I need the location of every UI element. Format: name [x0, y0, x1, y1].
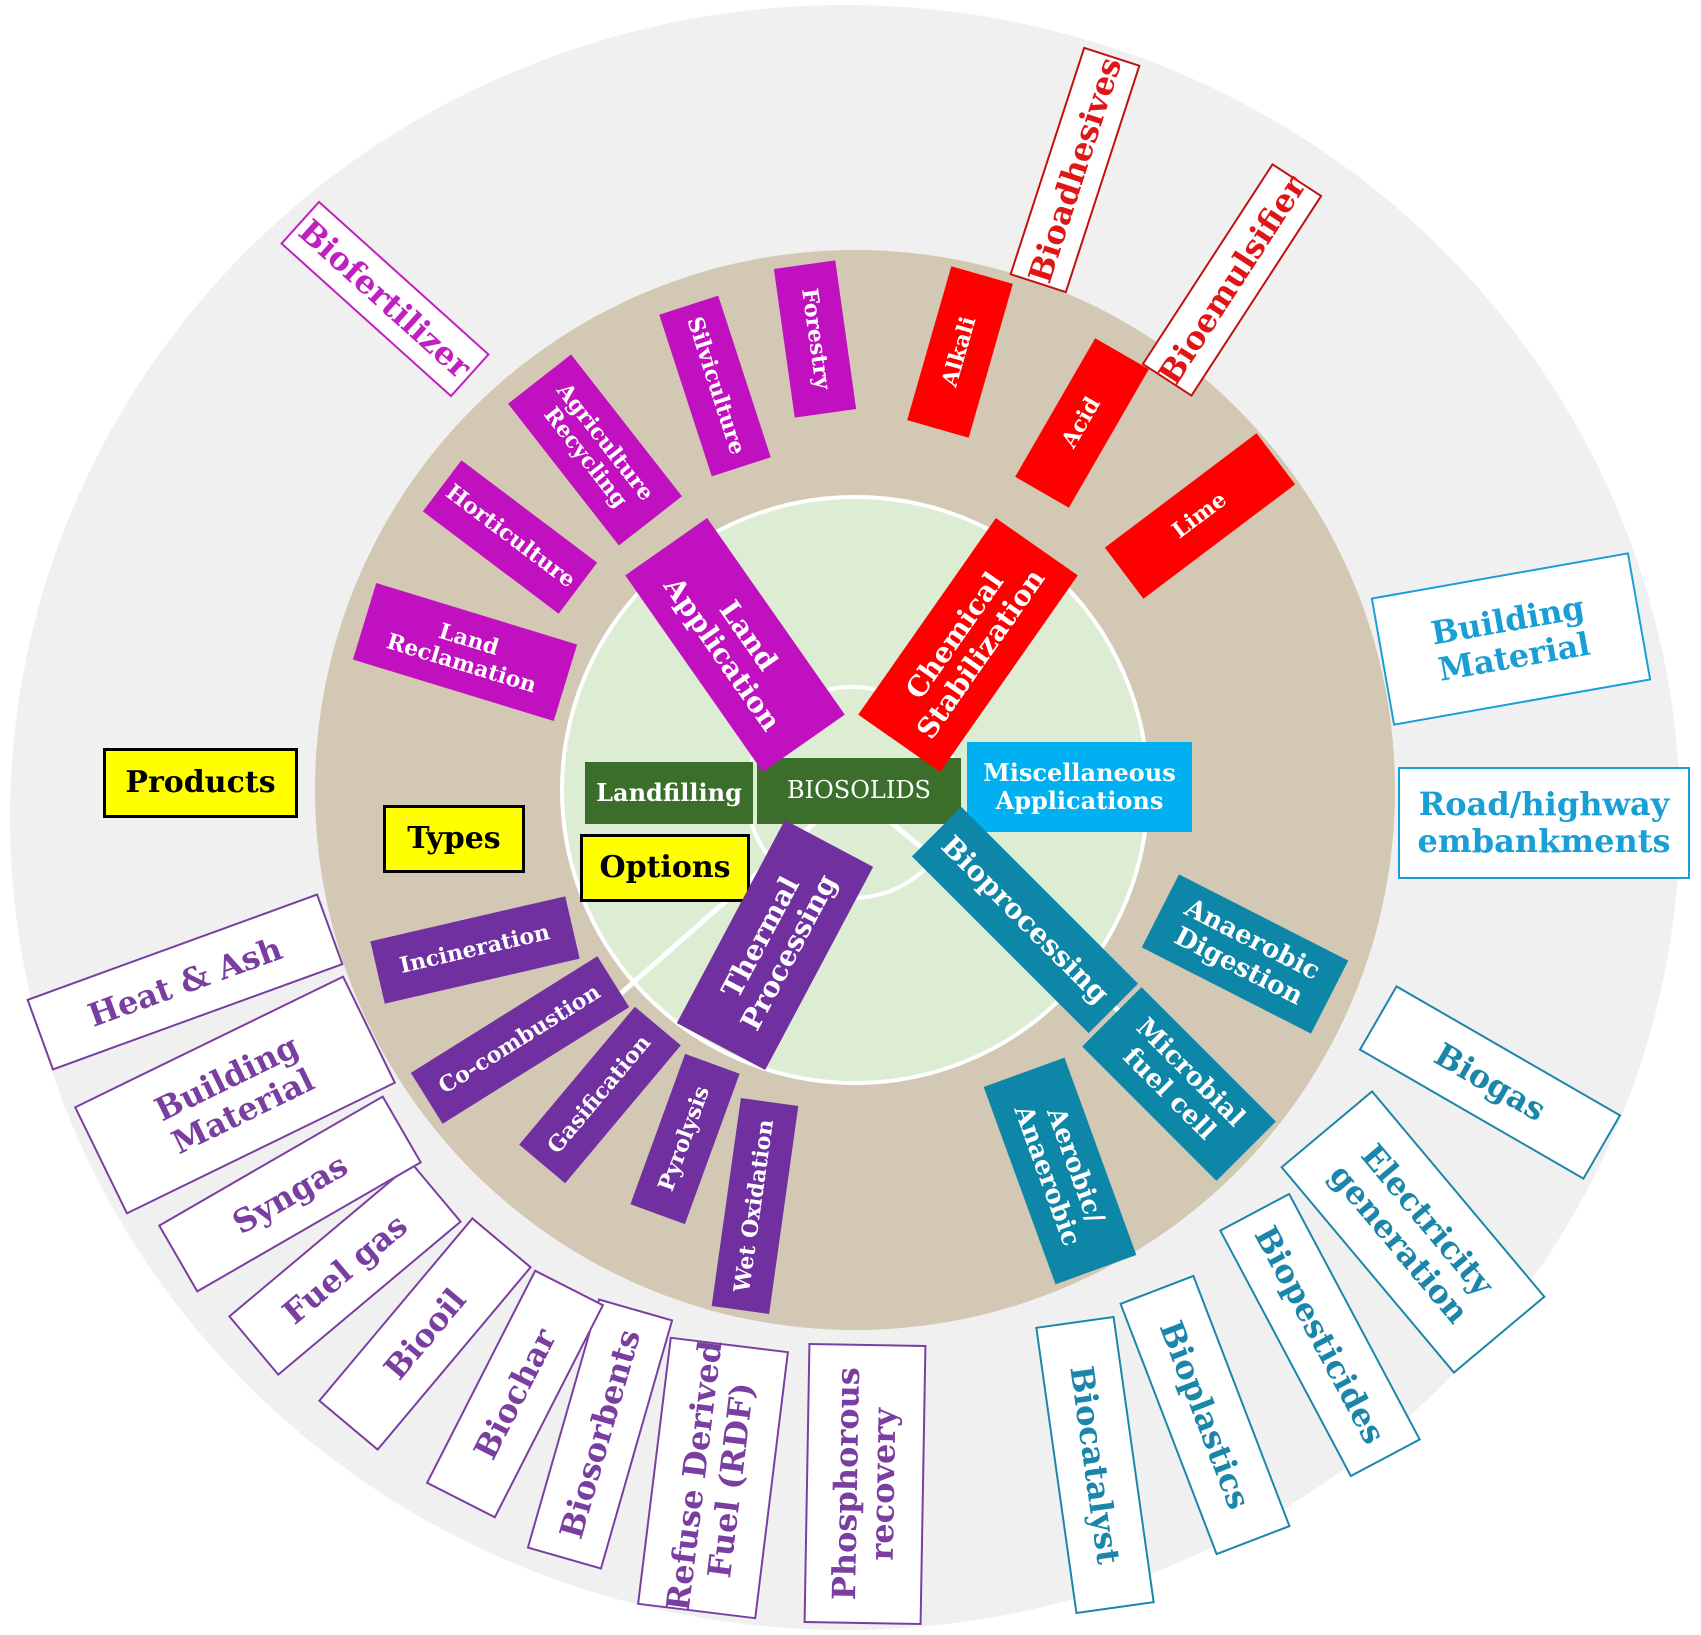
product-phosphorous-recovery: Phosphorous recovery: [803, 1342, 927, 1626]
center-label: BIOSOLIDS: [757, 758, 961, 824]
option-landfilling: Landfilling: [585, 762, 753, 824]
option-miscellaneous: Miscellaneous Applications: [967, 742, 1192, 832]
product-road-highway: Road/highway embankments: [1398, 767, 1690, 879]
legend-types: Types: [383, 805, 525, 873]
legend-options: Options: [580, 834, 750, 902]
legend-products: Products: [103, 748, 298, 818]
